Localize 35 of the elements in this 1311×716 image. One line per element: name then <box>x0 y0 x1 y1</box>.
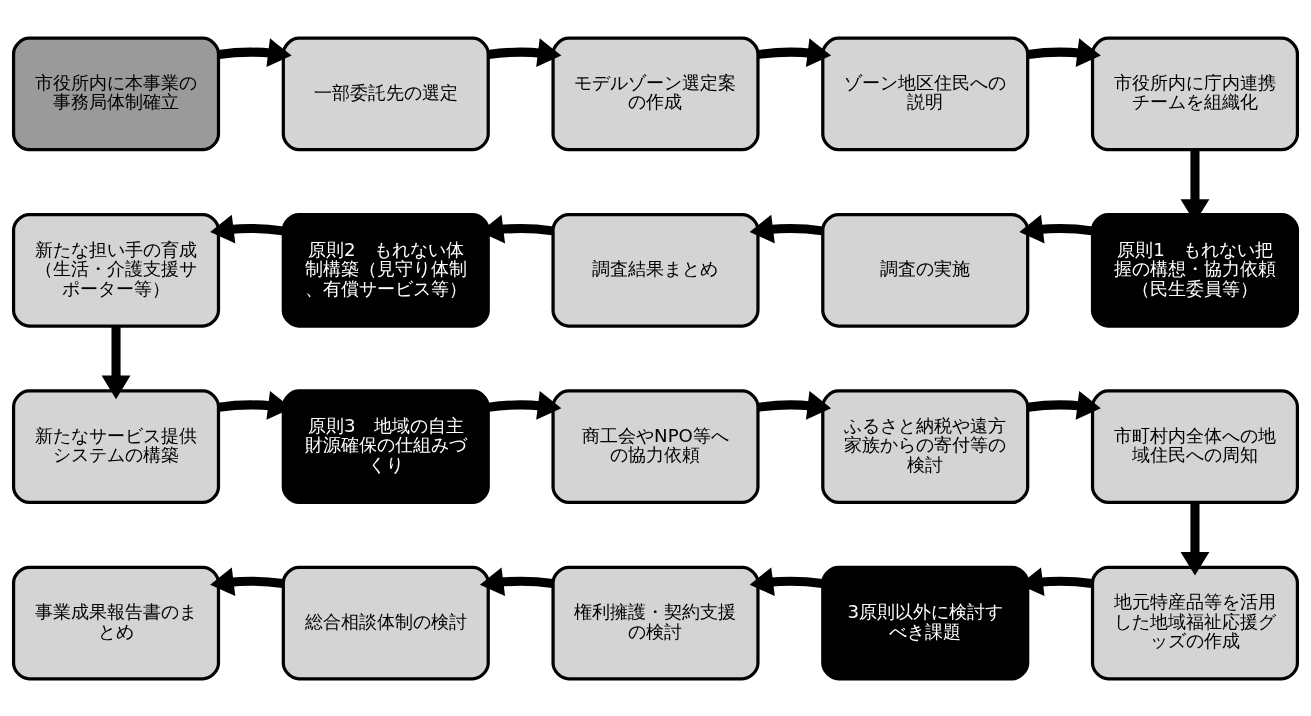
node-box: 総合相談体制の検討 <box>281 565 490 680</box>
arrow <box>210 214 284 243</box>
node-box: 3原則以外に検討すべき課題 <box>821 565 1030 680</box>
node-box: 調査結果まとめ <box>551 212 760 328</box>
node-box: 原則3 地域の自主財源確保の仕組みづくり <box>281 388 490 504</box>
node-box: 原則2 もれない体制構築（見守り体制、有償サービス等） <box>281 212 490 328</box>
arrow <box>1027 37 1101 67</box>
node-box: ゾーン地区住民への説明 <box>821 36 1030 151</box>
arrow <box>749 214 824 243</box>
node-box: 市役所内に庁内連携チームを組織化 <box>1090 36 1300 151</box>
arrow <box>218 37 292 67</box>
node-box: 新たなサービス提供システムの構築 <box>11 388 221 504</box>
node-box: 調査の実施 <box>821 212 1030 328</box>
arrow <box>101 325 131 399</box>
node-box: モデルゾーン選定案の作成 <box>551 36 760 151</box>
node-box: 商工会やNPO等への協力依頼 <box>551 388 760 504</box>
node-box: 新たな担い手の育成（生活・介護支援サポーター等） <box>11 212 221 328</box>
arrow <box>487 390 562 420</box>
node-box: 市町村内全体への地域住民への周知 <box>1090 388 1300 504</box>
node-box: 地元特産品等を活用した地域福祉応援グッズの作成 <box>1090 565 1300 680</box>
node-box: 権利擁護・契約支援の検討 <box>551 565 760 680</box>
arrow <box>757 390 832 420</box>
arrow <box>1027 390 1101 420</box>
node-box: 市役所内に本事業の事務局体制確立 <box>11 36 221 151</box>
arrow <box>487 37 562 67</box>
node-box: 原則1 もれない把握の構想・協力依頼（民生委員等） <box>1090 212 1300 328</box>
node-box: ふるさと納税や遠方家族からの寄付等の検討 <box>821 388 1030 504</box>
arrow <box>210 566 284 596</box>
arrow <box>757 37 832 67</box>
arrow <box>749 566 824 596</box>
node-box: 事業成果報告書のまとめ <box>11 565 221 680</box>
node-box: 一部委託先の選定 <box>281 36 490 151</box>
arrow <box>1019 214 1093 243</box>
arrow <box>479 566 554 596</box>
arrow <box>1180 502 1210 576</box>
